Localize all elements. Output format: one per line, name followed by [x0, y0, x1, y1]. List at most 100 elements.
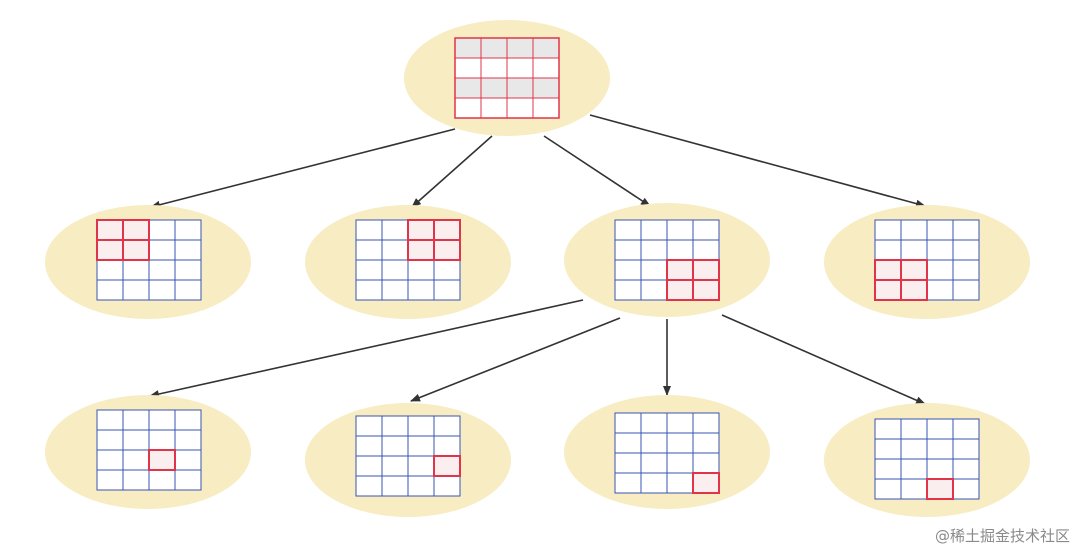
grid-cell: [952, 259, 980, 281]
highlight-region: [874, 259, 928, 301]
grid-cell: [506, 97, 534, 119]
grid-cell: [174, 469, 202, 491]
grid-cell: [407, 475, 435, 497]
grid-cell: [532, 77, 560, 99]
grid-cell: [614, 219, 642, 241]
highlight-region: [407, 219, 461, 261]
grid-cell: [174, 219, 202, 241]
highlight-cell: [407, 239, 435, 261]
node-root: [404, 20, 610, 136]
highlight-region: [433, 455, 461, 477]
highlight-cell: [433, 239, 461, 261]
grid-cell: [433, 259, 461, 281]
grid-cell: [407, 259, 435, 281]
grid-cell: [900, 478, 928, 500]
grid-cell: [148, 259, 176, 281]
highlight-region: [926, 478, 954, 500]
grid-cell: [174, 259, 202, 281]
grid-cell: [122, 469, 150, 491]
grid-cell: [666, 219, 694, 241]
grid-cell: [614, 452, 642, 474]
grid-cell: [433, 475, 461, 497]
highlight-region: [148, 449, 176, 471]
highlight-cell: [900, 259, 928, 281]
grid-cell: [96, 469, 124, 491]
node-cell-3-3: [564, 395, 770, 509]
highlight-cell: [874, 279, 902, 301]
edge-q-bottom-right-to-cell-3-2: [721, 314, 926, 405]
grid-cell: [952, 219, 980, 241]
highlight-cell: [122, 239, 150, 261]
grid-cell: [174, 429, 202, 451]
grid-cell: [532, 37, 560, 59]
grid-cell: [480, 37, 508, 59]
grid-cell: [355, 279, 383, 301]
grid-cell: [480, 57, 508, 79]
grid-cell: [614, 279, 642, 301]
grid-cell: [640, 279, 668, 301]
grid-cell: [900, 458, 928, 480]
grid-cell: [952, 239, 980, 261]
grid-cell: [454, 57, 482, 79]
grid-cell: [174, 279, 202, 301]
grid-cell: [355, 259, 383, 281]
grid-cell: [926, 259, 954, 281]
node-q-top-left: [45, 205, 251, 319]
grid-cell: [666, 452, 694, 474]
grid-cell: [480, 77, 508, 99]
node-q-top-right: [305, 205, 511, 319]
grid-cell: [355, 219, 383, 241]
grid-cell: [381, 415, 409, 437]
grid-cell: [926, 458, 954, 480]
grid-cell: [614, 432, 642, 454]
grid-cell: [148, 429, 176, 451]
grid: [874, 418, 980, 500]
node-cell-2-2: [45, 395, 251, 509]
edges: [149, 114, 926, 405]
highlight-cell: [692, 472, 720, 494]
grid-cell: [640, 432, 668, 454]
grid-cell: [506, 37, 534, 59]
grid-cell: [480, 97, 508, 119]
highlight-cell: [874, 259, 902, 281]
grid-cell: [148, 469, 176, 491]
grid-cell: [407, 455, 435, 477]
grid-cell: [381, 435, 409, 457]
grid-cell: [122, 409, 150, 431]
grid-cell: [122, 429, 150, 451]
grid-cell: [407, 279, 435, 301]
highlight-cell: [96, 239, 124, 261]
grid-cell: [148, 219, 176, 241]
grid-cell: [381, 239, 409, 261]
grid-cell: [355, 455, 383, 477]
grid-cell: [926, 279, 954, 301]
grid-cell: [666, 472, 694, 494]
highlight-region: [692, 472, 720, 494]
grid-cell: [874, 239, 902, 261]
grid-cell: [148, 409, 176, 431]
grid-cell: [692, 452, 720, 474]
highlight-region: [666, 259, 720, 301]
grid-cell: [900, 438, 928, 460]
grid-cell: [692, 432, 720, 454]
highlight-cell: [148, 449, 176, 471]
highlight-cell: [96, 219, 124, 241]
grid-cell: [506, 57, 534, 79]
edge-root-to-q-bottom-right: [543, 135, 651, 207]
grid-cell: [640, 472, 668, 494]
grid-cell: [952, 279, 980, 301]
grid-cell: [614, 412, 642, 434]
grid-cell: [926, 219, 954, 241]
grid-cell: [640, 219, 668, 241]
watermark: @稀土掘金技术社区: [934, 527, 1070, 545]
grid-cell: [952, 458, 980, 480]
grid-cell: [614, 259, 642, 281]
grid-cell: [122, 279, 150, 301]
grid-cell: [355, 415, 383, 437]
grid-cell: [96, 409, 124, 431]
grid-cell: [381, 455, 409, 477]
grid-cell: [900, 418, 928, 440]
node-q-bottom-right: [564, 203, 770, 317]
grid-cell: [952, 418, 980, 440]
